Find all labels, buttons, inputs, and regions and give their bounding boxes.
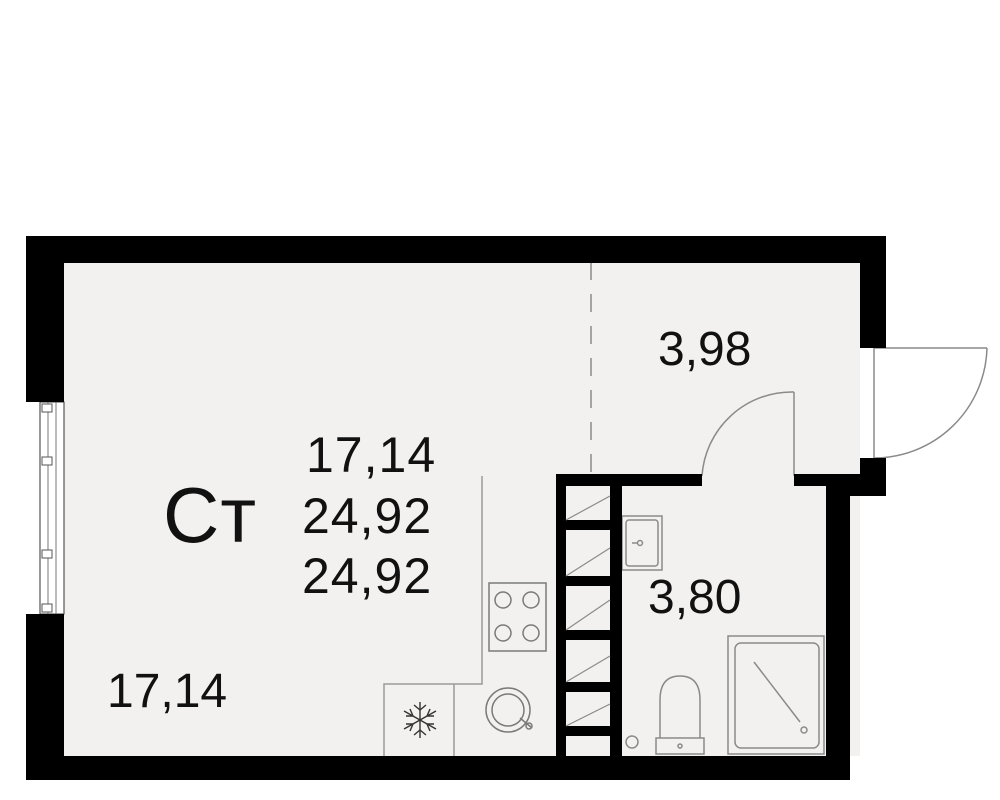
window [39,401,65,615]
shaft-diagonals [565,495,611,727]
room-area-hallway: 3,98 [658,323,752,376]
kitchen-counter [383,476,483,756]
room-area-living: 17,14 [107,665,228,718]
stove-icon [488,582,547,652]
snowflake-icon [403,702,437,738]
bathroom-door [701,391,795,477]
shower-icon [727,635,825,755]
sink-icon [485,687,533,733]
floor-area [64,262,860,756]
toilet-icon [655,675,705,755]
floor-drain-icon [625,735,639,749]
living-area-value: 17,14 [306,427,437,483]
apartment-type-label: Ст [163,471,258,559]
walls [26,236,886,780]
total-area-value: 24,92 [302,488,433,544]
room-area-bathroom: 3,80 [648,571,742,624]
entrance-door [873,347,988,459]
total-area-balcony-value: 24,92 [302,548,433,604]
